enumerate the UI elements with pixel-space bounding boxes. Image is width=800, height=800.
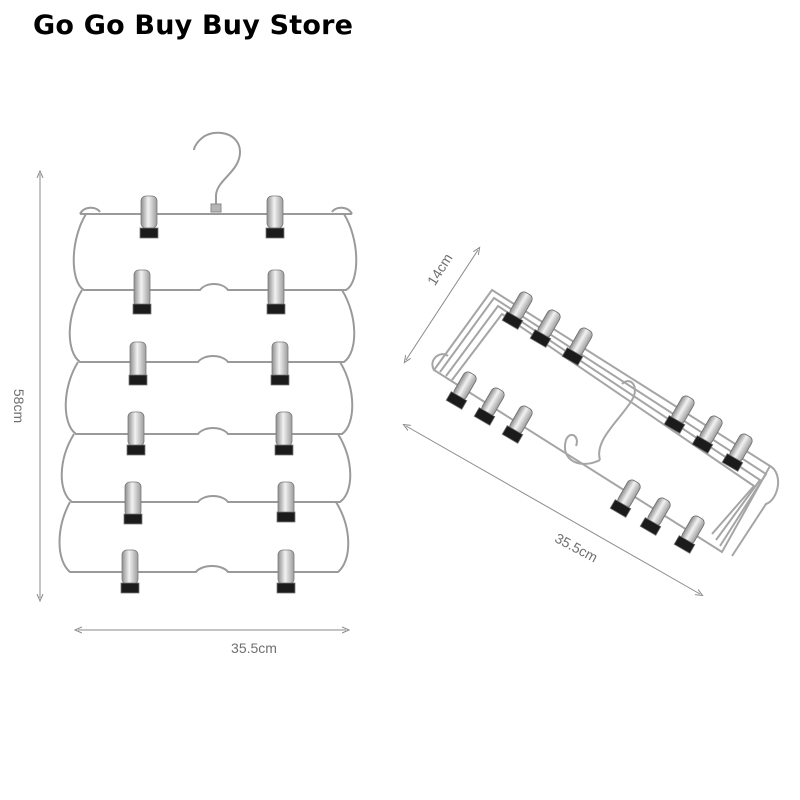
hanger-tier-5 (58, 501, 350, 573)
clip (721, 433, 753, 472)
clip (128, 341, 148, 386)
front-width-label: 35.5cm (231, 640, 277, 656)
hanger-tier-3 (64, 361, 354, 435)
hanger-tier-1 (72, 213, 358, 291)
clip (265, 195, 285, 239)
folded-hanger (431, 288, 780, 557)
front-hanger (58, 131, 358, 573)
front-clips (120, 195, 296, 594)
clip (561, 327, 593, 366)
depth-dimension-line (406, 250, 478, 360)
hanger-hook (193, 131, 242, 210)
clip (139, 195, 159, 239)
height-label: 58cm (11, 389, 27, 423)
clip (266, 269, 286, 315)
folded-hook (563, 380, 636, 465)
hanger-tier-2 (68, 289, 356, 363)
store-title: Go Go Buy Buy Store (33, 10, 354, 41)
folded-width-label: 35.5cm (552, 530, 600, 566)
clip (123, 481, 143, 525)
clip (639, 497, 671, 536)
clip (501, 405, 533, 444)
clip (276, 481, 296, 523)
clip (529, 309, 561, 348)
clip (276, 549, 296, 594)
clip (501, 291, 533, 330)
clip (270, 341, 290, 386)
folded-width-dimension-line (406, 426, 700, 594)
hanger-tier-4 (60, 433, 352, 503)
clip (132, 269, 152, 315)
clip (120, 549, 140, 594)
depth-label: 14cm (424, 251, 456, 289)
clip (274, 411, 294, 456)
clip (673, 515, 705, 554)
clip (126, 411, 146, 456)
clip (445, 371, 477, 410)
folded-clips (445, 291, 753, 554)
clip (609, 479, 641, 518)
clip (473, 387, 505, 426)
